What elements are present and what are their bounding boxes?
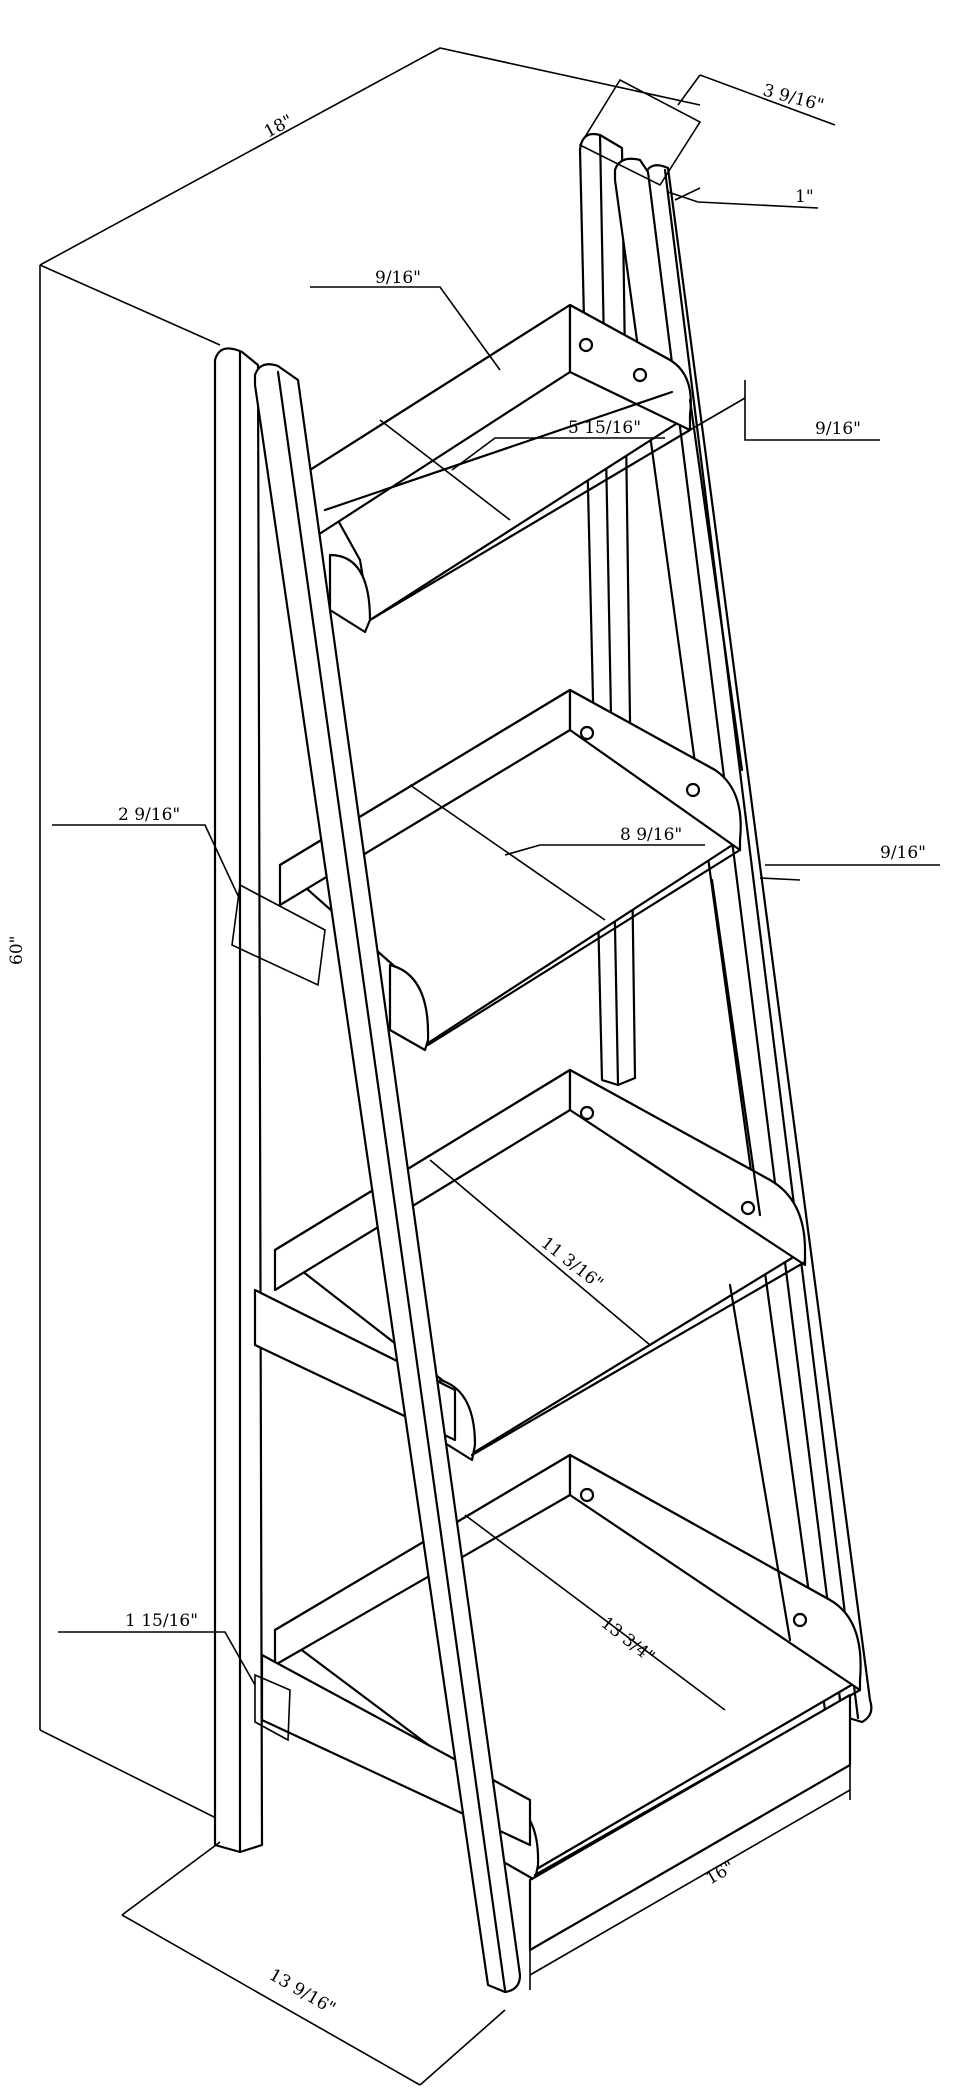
label-18: 18" — [261, 111, 296, 142]
dim-left-2-9-16: 2 9/16" — [52, 805, 326, 987]
label-3-9-16: 3 9/16" — [761, 81, 826, 116]
dim-shelf2-8-9-16: 8 9/16" — [409, 784, 705, 921]
label-60: 60" — [7, 936, 27, 965]
shelf-3 — [253, 1068, 807, 1462]
back-left-leg — [578, 132, 637, 1087]
label-right-9-16-b: 9/16" — [880, 843, 926, 863]
dim-left-1-15-16: 1 15/16" — [58, 1611, 291, 1742]
front-left-leg — [253, 363, 522, 1994]
label-5-15-16: 5 15/16" — [568, 418, 641, 438]
label-16: 16" — [703, 1857, 739, 1889]
label-top-9-16: 9/16" — [375, 268, 421, 288]
back-right-leg-outer — [643, 164, 873, 1724]
dim-right-9-16-a: 9/16" — [689, 380, 880, 441]
dim-height-60: 60" — [7, 936, 27, 965]
label-8-9-16: 8 9/16" — [620, 825, 682, 845]
bounding-box-lines — [39, 47, 836, 1821]
dim-top-9-16: 9/16" — [310, 268, 501, 371]
shelf-1 — [308, 303, 692, 634]
label-1-15-16: 1 15/16" — [125, 1611, 198, 1631]
dim-right-9-16-b: 9/16" — [759, 843, 940, 881]
label-2-9-16: 2 9/16" — [118, 805, 180, 825]
label-13-9-16: 13 9/16" — [266, 1965, 339, 2019]
left-rear-rail — [213, 347, 264, 1854]
label-1: 1" — [795, 187, 814, 207]
dim-base-13-9-16: 13 9/16" — [121, 1841, 506, 2086]
dim-thick-1: 1" — [667, 187, 819, 209]
label-right-9-16-a: 9/16" — [815, 419, 861, 439]
dim-width-18: 18" — [261, 111, 296, 142]
right-front-rail — [688, 398, 792, 1642]
dim-shelf1-5-15-16: 5 15/16" — [379, 418, 665, 521]
